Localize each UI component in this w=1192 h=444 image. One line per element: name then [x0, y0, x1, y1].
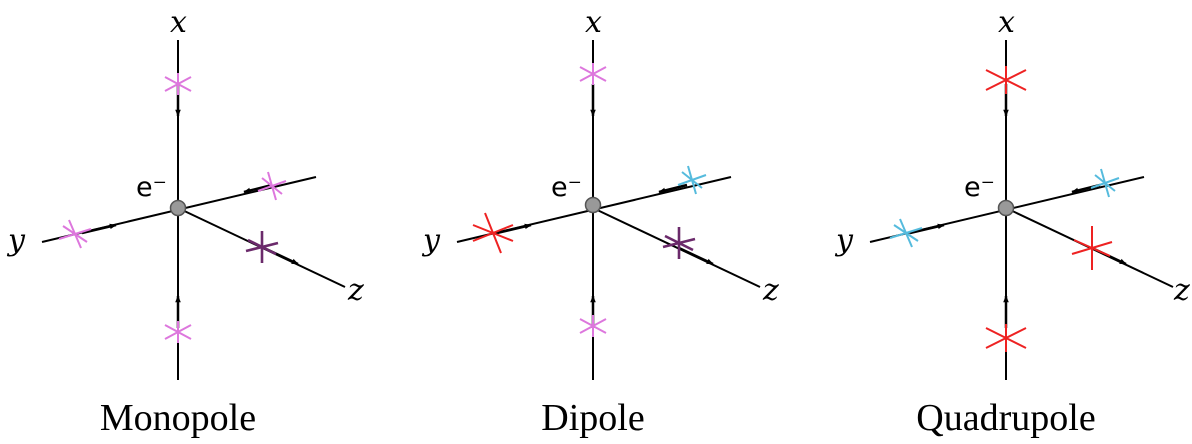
z-axis-label: z: [347, 273, 364, 308]
marker-stroke: [893, 224, 919, 242]
marker-x-bottom: [579, 315, 607, 337]
marker-y-outer: [58, 219, 92, 249]
y-axis-label: y: [6, 223, 26, 258]
electron: [584, 196, 602, 214]
marker-stroke: [664, 234, 694, 252]
marker-stroke: [681, 171, 703, 189]
x-axis-label: x: [585, 5, 602, 40]
marker-y-outer: [472, 212, 514, 254]
panel-title: Quadrupole: [916, 397, 1095, 439]
marker-y-mid: [1090, 168, 1120, 198]
y-axis-label: y: [834, 223, 854, 258]
panel-monopole: x y z e⁻ Monopole: [6, 5, 364, 439]
marker-stroke: [1073, 239, 1111, 257]
z-axis-label: z: [1173, 273, 1190, 308]
marker-x-top: [985, 66, 1027, 94]
y-axis-label: y: [421, 223, 441, 258]
electron-label: e⁻: [136, 172, 167, 203]
marker-stroke: [472, 224, 514, 242]
electron-label: e⁻: [551, 172, 582, 203]
z-axis: [592, 207, 761, 288]
x-axis-label: x: [170, 5, 187, 40]
electron: [169, 199, 187, 217]
marker-x-top: [164, 73, 192, 95]
panel-title: Dipole: [541, 397, 644, 439]
marker-x-top: [579, 63, 607, 85]
z-axis-label: z: [762, 273, 779, 308]
marker-z-front: [1071, 226, 1113, 270]
marker-stroke: [247, 238, 277, 256]
marker-y-outer: [889, 218, 923, 248]
marker-stroke: [261, 177, 283, 195]
panel-title: Monopole: [100, 397, 256, 439]
panel-quadrupole: x y z e⁻ Quadrupole: [834, 5, 1190, 439]
panel-dipole: x y z e⁻ Dipole: [421, 5, 779, 439]
marker-z-front: [245, 231, 279, 263]
electron: [997, 199, 1015, 217]
electron-label: e⁻: [964, 172, 995, 203]
marker-z-front: [662, 227, 696, 259]
x-axis-label: x: [998, 5, 1015, 40]
marker-stroke: [1094, 174, 1116, 192]
polarization-arrows: [496, 84, 714, 328]
marker-x-bottom: [985, 324, 1027, 352]
marker-y-mid: [257, 171, 287, 201]
marker-y-mid: [677, 165, 707, 195]
marker-stroke: [62, 225, 88, 243]
marker-x-bottom: [164, 321, 192, 343]
